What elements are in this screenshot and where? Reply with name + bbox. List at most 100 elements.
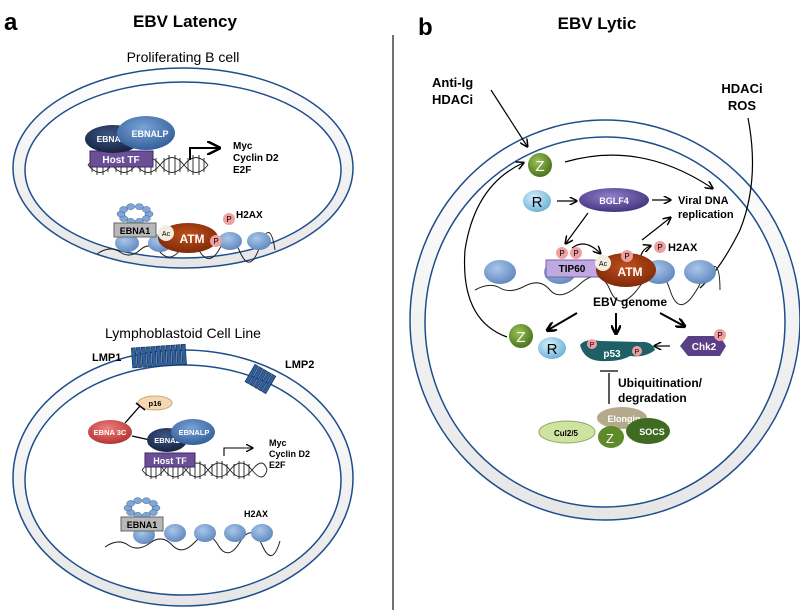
phospho-mark (556, 247, 568, 259)
svg-text:HDACi: HDACi (432, 92, 473, 107)
bglf4-to-tip60-arrow (566, 212, 589, 243)
h2ax-label: H2AX (668, 242, 698, 254)
svg-text:Myc: Myc (233, 141, 253, 152)
host-tf-label: Host TF (102, 155, 139, 166)
atm-label: ATM (617, 265, 642, 279)
svg-text:Ac: Ac (162, 231, 171, 238)
ebnalp-label: EBNALP (131, 129, 168, 139)
episome-nucleosome (119, 206, 128, 213)
zta-protein (509, 324, 533, 348)
p16-protein (137, 395, 173, 411)
dna-helix (141, 461, 268, 479)
lmp1-label: LMP1 (92, 352, 121, 364)
transmembrane-segment (248, 366, 264, 387)
svg-text:Myc: Myc (269, 438, 287, 448)
transmembrane-segment (175, 344, 182, 366)
transmembrane-segment (160, 345, 167, 367)
h2ax-label: H2AX (244, 509, 268, 519)
phospho-mark (223, 213, 235, 225)
cul25-label: Cul2/5 (554, 429, 579, 438)
svg-text:P: P (226, 215, 231, 224)
phospho-mark (587, 339, 597, 349)
h2ax-label: H2AX (236, 210, 263, 221)
zta-arrow (564, 154, 712, 188)
ebna1-box (120, 516, 164, 532)
p16-label: p16 (149, 399, 162, 408)
svg-text:P: P (573, 249, 578, 258)
inhibition-bar (600, 370, 618, 404)
transmembrane-segment (155, 345, 162, 367)
episome-nucleosome (142, 497, 151, 504)
inhibition-line (131, 435, 151, 441)
transcription-arrow (189, 148, 218, 160)
inhibition-bar (135, 402, 146, 411)
ebnalp-protein (117, 116, 175, 150)
svg-text:P: P (657, 243, 662, 252)
svg-text:Ubiquitination/: Ubiquitination/ (618, 376, 703, 390)
ebnalp-protein (171, 419, 215, 445)
zta-protein (528, 153, 552, 177)
phospho-mark (632, 346, 642, 356)
ebna3c-label: EBNA 3C (94, 428, 127, 437)
viral-dna-replication: Viral DNA replication (678, 195, 734, 221)
ubiquitination-label: Ubiquitination/ degradation (618, 376, 703, 405)
svg-text:P: P (590, 342, 595, 349)
lytic-cell-membrane (409, 119, 800, 521)
transmembrane-segment (130, 347, 138, 369)
ebna3c-protein (88, 420, 132, 444)
nucleosomes (133, 524, 273, 544)
feedback-arrow (463, 163, 523, 338)
svg-text:degradation: degradation (618, 391, 687, 405)
stimulus-arrow (490, 89, 527, 146)
atm-label: ATM (179, 232, 204, 246)
genome-to-zr-arrow (548, 312, 578, 330)
episome-nucleosome (126, 203, 135, 210)
phospho-mark (654, 241, 666, 253)
svg-text:E2F: E2F (233, 165, 251, 176)
lmp2-label: LMP2 (285, 359, 314, 371)
transmembrane-segment (253, 368, 268, 390)
cul25-protein (538, 420, 596, 444)
panel-a-letter: a (4, 9, 18, 36)
episome-nucleosome (142, 215, 151, 222)
atm-to-replication-arrow (641, 218, 670, 241)
svg-text:P: P (717, 331, 722, 340)
zta-label: Z (606, 431, 614, 446)
lmp2-protein (244, 363, 277, 395)
inhibition-line (124, 405, 141, 424)
atm-protein (596, 253, 656, 287)
episome-nucleosome (126, 500, 135, 507)
transmembrane-segment (145, 346, 152, 368)
episome-ring (116, 203, 154, 225)
chk2-protein (680, 336, 726, 356)
p53-label: p53 (603, 349, 621, 360)
svg-text:Anti-Ig: Anti-Ig (432, 75, 473, 90)
svg-text:P: P (213, 237, 218, 246)
genome-to-chk2-arrow (659, 312, 684, 326)
transmembrane-segment (244, 363, 259, 385)
transmembrane-segment (261, 373, 277, 395)
episome-nucleosome (133, 497, 142, 504)
svg-text:P: P (624, 252, 629, 261)
cell1-targets: Myc Cyclin D2 E2F (233, 141, 279, 176)
cell1-title: Proliferating B cell (127, 49, 240, 65)
lmp1-protein (130, 343, 187, 369)
transmembrane-segment (170, 344, 177, 366)
svg-text:Ac: Ac (599, 261, 608, 268)
cell2-targets: Myc Cyclin D2 E2F (269, 438, 310, 470)
rta-protein (538, 337, 566, 359)
panel-b-title: EBV Lytic (558, 14, 637, 33)
transmembrane-segment (180, 343, 187, 365)
cell2-membrane (12, 349, 354, 607)
host-tf-box (144, 452, 196, 468)
tip60-label: TIP60 (559, 264, 586, 275)
tip60-to-atm-arrow (571, 243, 600, 253)
stimulus-right: HDACi ROS (721, 81, 762, 113)
elongin-label: Elongin (608, 414, 641, 424)
phospho-mark (621, 250, 633, 262)
svg-text:HDACi: HDACi (721, 81, 762, 96)
chk2-label: Chk2 (692, 342, 717, 353)
acetyl-mark (595, 255, 611, 271)
transmembrane-segment (165, 344, 172, 366)
